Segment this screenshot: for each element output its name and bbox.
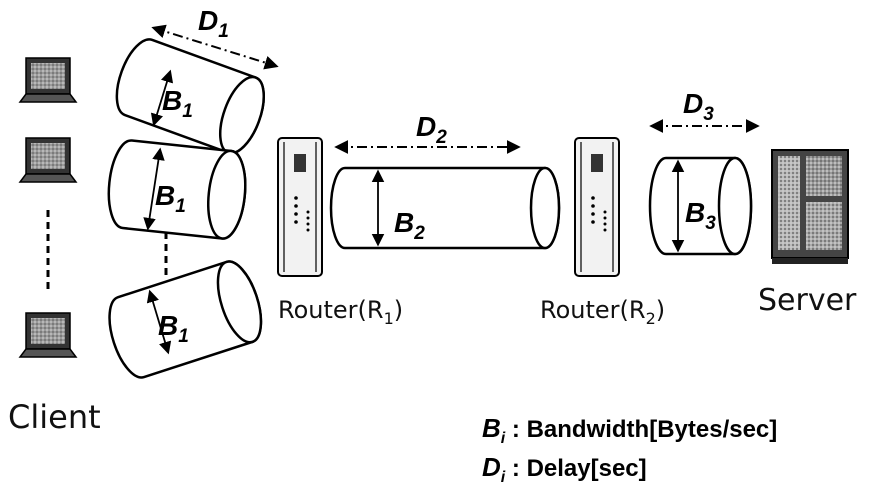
access-bandwidth-arrow-2 (143, 147, 165, 231)
core-bandwidth-label: B2 (394, 207, 425, 244)
server-icon (771, 149, 849, 264)
server-bandwidth-label: B3 (685, 197, 716, 234)
access-link-cylinder-2 (107, 139, 247, 240)
access-bandwidth-label-2: B1 (155, 180, 186, 217)
legend-bandwidth: Bi : Bandwidth[Bytes/sec] (482, 413, 777, 447)
access-bandwidth-label-3: B1 (158, 310, 189, 347)
access-delay-label: D1 (198, 5, 229, 42)
access-delay-arrow (151, 24, 279, 70)
core-delay-label: D2 (416, 111, 447, 148)
server-label: Server (758, 283, 857, 318)
access-bandwidth-arrow-1 (150, 69, 174, 127)
router-1-icon (277, 137, 323, 277)
server-delay-label: D3 (683, 88, 714, 125)
client-laptop-2 (19, 137, 77, 183)
client-laptop-1 (19, 57, 77, 103)
access-bandwidth-arrow-3 (146, 289, 172, 355)
core-link-cylinder (329, 166, 561, 250)
legend-delay: Di : Delay[sec] (482, 452, 647, 486)
client-label: Client (8, 398, 101, 436)
router-2-label: Router(R2) (540, 296, 665, 328)
router-1-label: Router(R1) (278, 296, 403, 328)
access-link-cylinder-3 (108, 260, 263, 379)
router-2-icon (574, 137, 620, 277)
access-bandwidth-label-1: B1 (162, 85, 193, 122)
client-laptop-3 (19, 312, 77, 358)
